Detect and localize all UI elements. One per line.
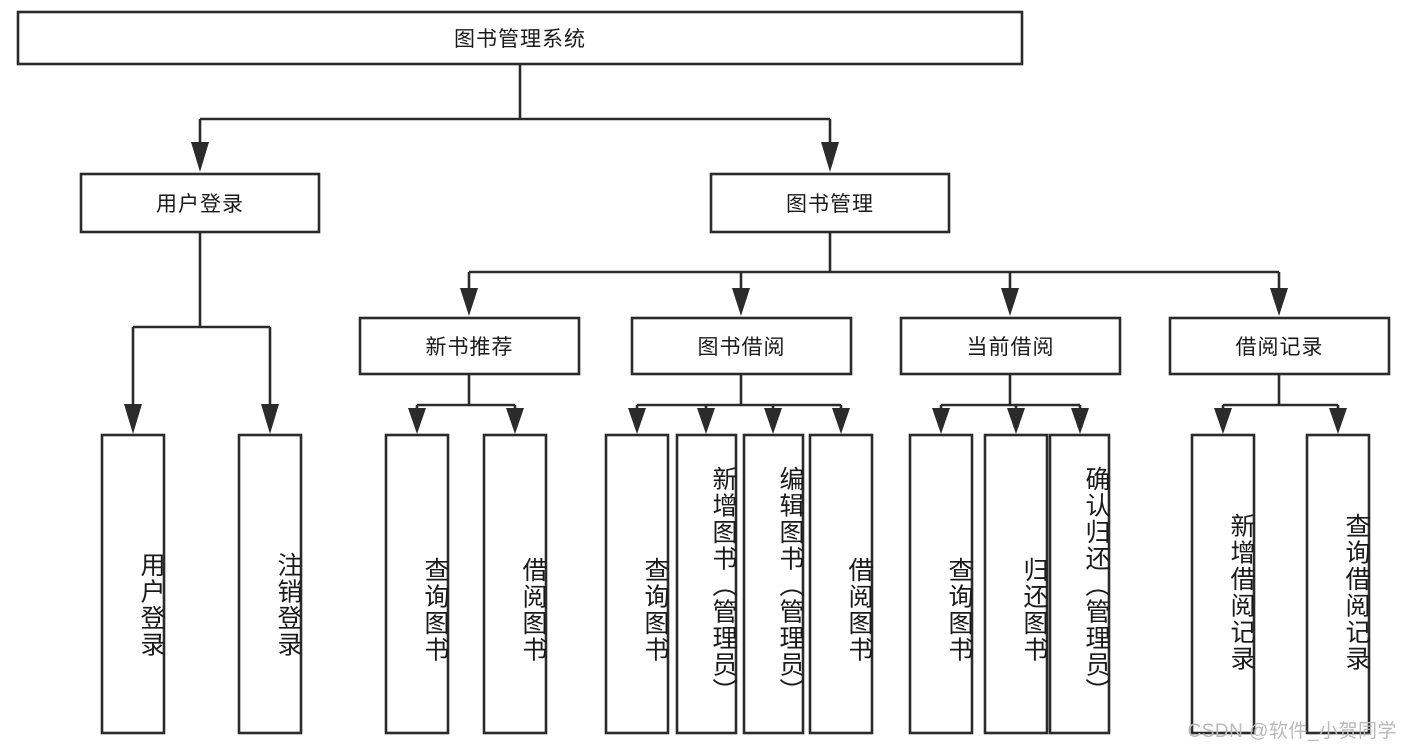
arrow-head-leaf-add-book (697, 408, 715, 434)
node-box-leaf-confirm-return[interactable] (1048, 433, 1111, 735)
connector-group-user-login-children (124, 232, 279, 434)
node-box-leaf-return-book[interactable] (983, 433, 1049, 735)
arrow-head-new-book-recommend (460, 288, 478, 316)
arrow-head-leaf-logout (261, 404, 279, 434)
arrow-head-borrow-records (1270, 288, 1288, 316)
node-box-book-borrow[interactable] (630, 316, 853, 376)
node-box-leaf-query-book-2[interactable] (604, 433, 670, 735)
watermark-text: CSDN @软件_小贺同学 (1187, 721, 1397, 742)
arrow-head-leaf-query-book-3 (932, 408, 950, 434)
arrow-head-leaf-borrow-book-2 (832, 408, 850, 434)
node-box-leaf-query-record[interactable] (1305, 433, 1371, 735)
node-box-leaf-add-book[interactable] (675, 433, 738, 735)
arrow-head-book-management (821, 142, 839, 172)
node-box-leaf-edit-book[interactable] (742, 433, 805, 735)
node-box-leaf-query-book-1[interactable] (384, 433, 450, 735)
node-box-leaf-borrow-book-2[interactable] (808, 433, 874, 735)
arrow-head-leaf-query-book-2 (628, 408, 646, 434)
node-box-book-management[interactable] (709, 172, 951, 234)
arrow-head-leaf-query-record (1329, 408, 1347, 434)
arrow-head-leaf-add-record (1214, 408, 1232, 434)
connector-group-root-to-level2 (191, 64, 839, 172)
node-box-leaf-user-login[interactable] (100, 433, 166, 735)
connector-group-book-management-children (460, 232, 1288, 316)
node-box-current-borrow[interactable] (899, 316, 1122, 376)
node-box-new-book-recommend[interactable] (358, 316, 581, 376)
arrow-head-leaf-query-book-1 (408, 408, 426, 434)
connector-group-borrow-records-children (1214, 374, 1347, 434)
arrow-head-leaf-return-book (1007, 408, 1025, 434)
node-box-user-login[interactable] (79, 172, 321, 234)
connector-group-new-book-recommend-children (408, 374, 524, 434)
arrow-head-leaf-edit-book (764, 408, 782, 434)
arrow-head-leaf-borrow-book-1 (506, 408, 524, 434)
arrow-head-user-login (191, 142, 209, 172)
node-box-borrow-records[interactable] (1168, 316, 1391, 376)
node-box-leaf-add-record[interactable] (1190, 433, 1256, 735)
node-box-leaf-borrow-book-1[interactable] (482, 433, 548, 735)
connector-group-current-borrow-children (932, 374, 1089, 434)
arrow-head-current-borrow (1001, 288, 1019, 316)
arrow-head-book-borrow (732, 288, 750, 316)
node-box-root[interactable] (16, 10, 1024, 66)
arrow-head-leaf-confirm-return (1071, 408, 1089, 434)
node-box-leaf-query-book-3[interactable] (908, 433, 974, 735)
arrow-head-leaf-user-login (124, 404, 142, 434)
connector-group-book-borrow-children (628, 374, 850, 434)
node-box-leaf-logout[interactable] (237, 433, 303, 735)
